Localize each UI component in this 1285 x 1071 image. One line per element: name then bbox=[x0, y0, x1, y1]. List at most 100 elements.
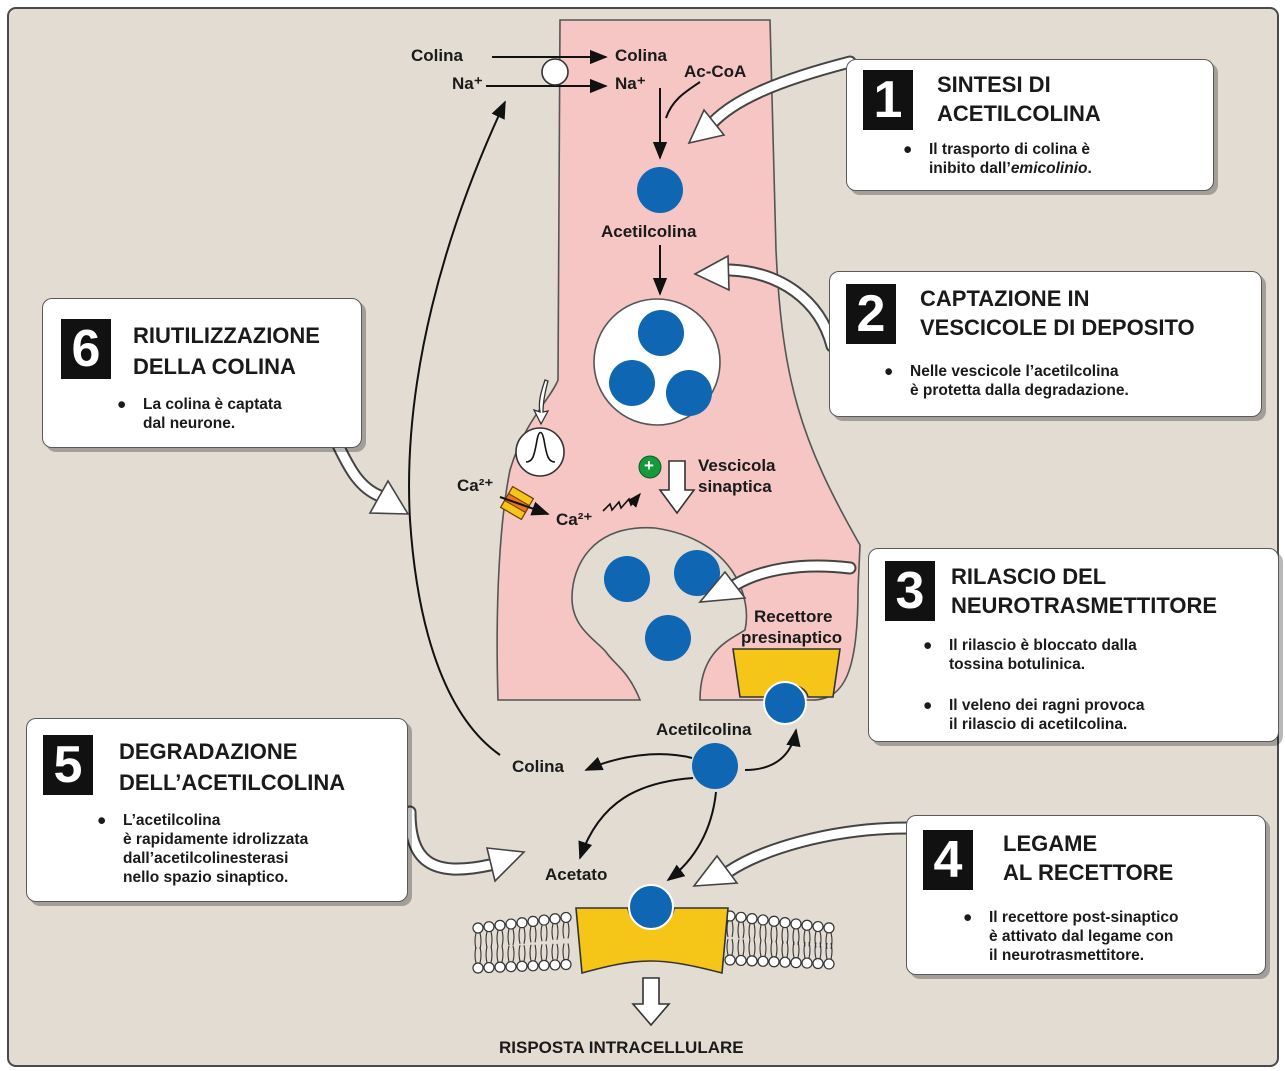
vesicle-acetylcholine bbox=[666, 370, 712, 416]
step-3-title-line2: NEUROTRASMETTITORE bbox=[951, 591, 1217, 620]
cleft-choline-label: Colina bbox=[512, 757, 564, 776]
step-5-title-line1: DEGRADAZIONE bbox=[119, 737, 297, 766]
phospholipid-head bbox=[769, 957, 779, 967]
phospholipid-head bbox=[824, 923, 834, 933]
step-1-number: 1 bbox=[863, 70, 913, 130]
phospholipid-head bbox=[484, 963, 494, 973]
phospholipid-head bbox=[769, 916, 779, 926]
step-3-bullet-1: ● Il rilascio è bloccato dalla tossina b… bbox=[949, 636, 1137, 674]
vesicle-label-line1: Vescicola bbox=[698, 456, 776, 475]
step-2-callout: 2 CAPTAZIONE IN VESCICOLE DI DEPOSITO ● … bbox=[829, 271, 1262, 417]
bullet-dot: ● bbox=[117, 395, 126, 414]
phospholipid-head bbox=[802, 920, 812, 930]
step-6-bullet: ● La colina è captata dal neurone. bbox=[143, 395, 282, 433]
step-4-title-line1: LEGAME bbox=[1003, 829, 1097, 858]
phospholipid-head bbox=[791, 958, 801, 968]
phospholipid-head bbox=[473, 963, 483, 973]
step-1-title-line2: ACETILCOLINA bbox=[937, 99, 1101, 128]
bullet-dot: ● bbox=[884, 362, 893, 381]
phospholipid-head bbox=[813, 922, 823, 932]
step-6-callout: 6 RIUTILIZZAZIONE DELLA COLINA ● La coli… bbox=[42, 298, 362, 448]
phospholipid-head bbox=[725, 955, 735, 965]
bullet-dot: ● bbox=[903, 140, 912, 159]
vesicle-acetylcholine bbox=[609, 360, 655, 406]
phospholipid-head bbox=[747, 914, 757, 924]
step-5-number: 5 bbox=[43, 735, 93, 795]
bullet-dot: ● bbox=[963, 908, 972, 927]
step-4-bullet: ● Il recettore post-sinaptico è attivato… bbox=[989, 908, 1178, 965]
phospholipid-head bbox=[747, 956, 757, 966]
phospholipid-head bbox=[802, 958, 812, 968]
phospholipid-head bbox=[539, 915, 549, 925]
acetylcholine-label: Acetilcolina bbox=[601, 222, 696, 241]
choline-transporter bbox=[542, 59, 568, 85]
step-2-number: 2 bbox=[846, 284, 896, 344]
sodium-extracellular-label: Na⁺ bbox=[452, 74, 483, 93]
phospholipid-head bbox=[517, 961, 527, 971]
phospholipid-head bbox=[791, 919, 801, 929]
phospholipid-head bbox=[506, 962, 516, 972]
step-4-title-line2: AL RECETTORE bbox=[1003, 858, 1173, 887]
vesicle-acetylcholine bbox=[638, 310, 684, 356]
cleft-acetylcholine bbox=[692, 743, 738, 789]
step-1-title-line1: SINTESI DI bbox=[937, 70, 1051, 99]
vesicle-label-line2: sinaptica bbox=[698, 477, 772, 496]
phospholipid-head bbox=[758, 915, 768, 925]
phospholipid-head bbox=[550, 914, 560, 924]
calcium-inside-label: Ca²⁺ bbox=[556, 510, 592, 529]
phospholipid-head bbox=[506, 919, 516, 929]
cleft-acetylcholine-label: Acetilcolina bbox=[656, 720, 751, 739]
phospholipid-head bbox=[517, 918, 527, 928]
phospholipid-head bbox=[473, 923, 483, 933]
phospholipid-head bbox=[550, 960, 560, 970]
phospholipid-head bbox=[484, 922, 494, 932]
step-6-title-line2: DELLA COLINA bbox=[133, 352, 296, 381]
receptor-bound-acetylcholine bbox=[629, 885, 673, 929]
bullet-dot: ● bbox=[923, 696, 932, 715]
phospholipid-head bbox=[495, 920, 505, 930]
step-6-number: 6 bbox=[61, 319, 111, 379]
plus-sign: + bbox=[644, 456, 654, 475]
phospholipid-head bbox=[736, 912, 746, 922]
phospholipid-head bbox=[780, 918, 790, 928]
step-2-title-line2: VESCICOLE DI DEPOSITO bbox=[920, 313, 1195, 342]
phospholipid-head bbox=[758, 956, 768, 966]
acetylcholine-molecule bbox=[637, 167, 683, 213]
released-acetylcholine bbox=[645, 615, 691, 661]
step-3-title-line1: RILASCIO DEL bbox=[951, 562, 1106, 591]
step-3-number: 3 bbox=[885, 561, 935, 621]
step-5-callout: 5 DEGRADAZIONE DELL’ACETILCOLINA ● L’ace… bbox=[26, 718, 408, 902]
step-3-callout: 3 RILASCIO DEL NEUROTRASMETTITORE ● Il r… bbox=[868, 548, 1279, 742]
intracellular-response-label: RISPOSTA INTRACELLULARE bbox=[499, 1038, 744, 1057]
phospholipid-head bbox=[528, 916, 538, 926]
phospholipid-head bbox=[561, 959, 571, 969]
action-potential-icon bbox=[516, 428, 564, 476]
phospholipid-head bbox=[824, 959, 834, 969]
bound-acetylcholine bbox=[764, 682, 806, 724]
step-2-bullet: ● Nelle vescicole l’acetilcolina è prote… bbox=[910, 362, 1129, 400]
step-4-number: 4 bbox=[923, 830, 973, 890]
presynaptic-receptor-label-line1: Recettore bbox=[754, 607, 832, 626]
phospholipid-head bbox=[736, 955, 746, 965]
step-2-title-line1: CAPTAZIONE IN bbox=[920, 284, 1089, 313]
step-3-bullet-2: ● Il veleno dei ragni provoca il rilasci… bbox=[949, 696, 1145, 734]
bullet-dot: ● bbox=[923, 636, 932, 655]
step-1-callout: 1 SINTESI DI ACETILCOLINA ● Il trasporto… bbox=[846, 59, 1214, 191]
step-5-title-line2: DELL’ACETILCOLINA bbox=[119, 768, 345, 797]
phospholipid-head bbox=[528, 961, 538, 971]
acetate-label: Acetato bbox=[545, 865, 607, 884]
step-1-bullet: ● Il trasporto di colina è inibito dall’… bbox=[929, 140, 1092, 178]
phospholipid-head bbox=[813, 959, 823, 969]
phospholipid-head bbox=[780, 957, 790, 967]
phospholipid-head bbox=[539, 960, 549, 970]
phospholipid-head bbox=[561, 912, 571, 922]
sodium-intracellular-label: Na⁺ bbox=[615, 74, 646, 93]
presynaptic-receptor-label-line2: presinaptico bbox=[741, 628, 842, 647]
bullet-dot: ● bbox=[97, 811, 106, 830]
calcium-outside-label: Ca²⁺ bbox=[457, 476, 493, 495]
step-5-bullet: ● L’acetilcolina è rapidamente idrolizza… bbox=[123, 811, 308, 887]
choline-extracellular-label: Colina bbox=[411, 46, 463, 65]
released-acetylcholine bbox=[604, 556, 650, 602]
acetyl-coa-label: Ac-CoA bbox=[684, 62, 746, 81]
